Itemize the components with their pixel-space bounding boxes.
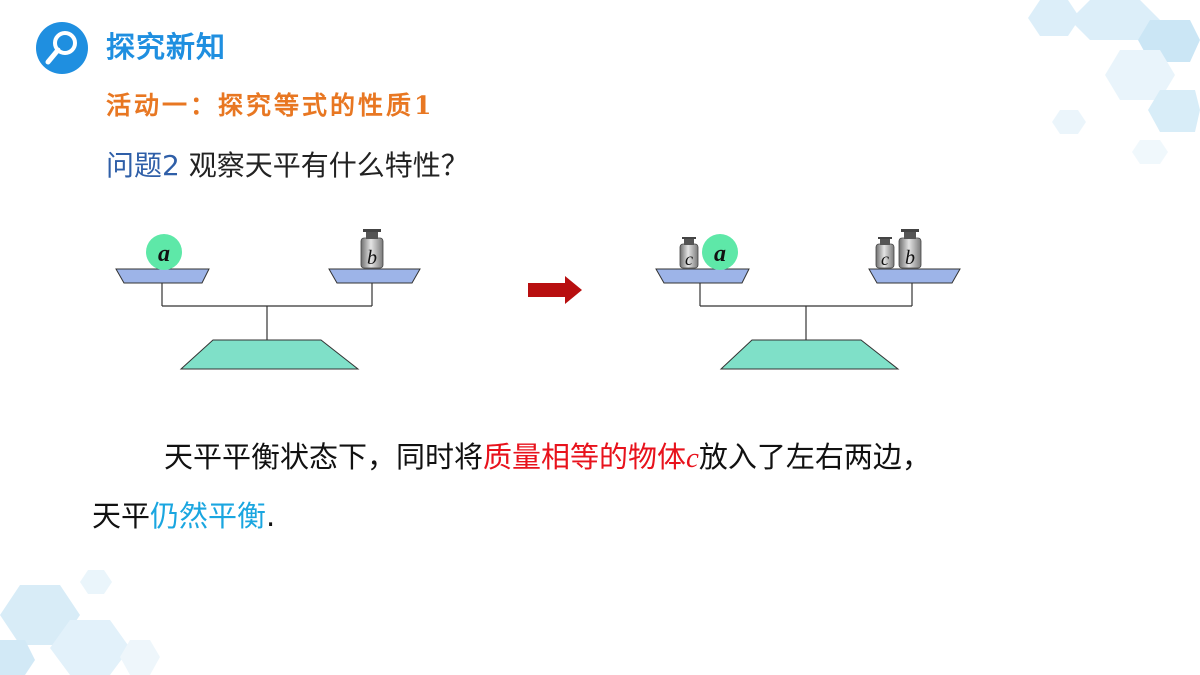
right-arrow-icon [528, 276, 582, 304]
weight-c-right [875, 237, 895, 269]
weight-b [360, 229, 384, 269]
balance-left-pan-left [115, 268, 210, 284]
para-text-2: 放入了左右两边， [698, 440, 931, 474]
para-text-1: 天平平衡状态下，同时将 [164, 440, 484, 474]
balance-left: a b [115, 229, 421, 370]
weight-b-label: b [367, 247, 377, 269]
weight-c-right-label: c [881, 249, 889, 269]
balance-left-pan-right [328, 268, 421, 284]
ball-a-label: a [158, 241, 170, 267]
balance-right: c a c b [655, 229, 961, 370]
magnifier-icon [36, 22, 88, 74]
para-var-c: c [686, 442, 699, 474]
activity-title: 活动一：探究等式的性质1 [106, 91, 435, 120]
balance-right-pan-right [868, 268, 961, 284]
question-label: 问题2 [106, 149, 180, 182]
question-text: 观察天平有什么特性？ [188, 149, 469, 182]
balance-right-pan-left [655, 268, 750, 284]
ball-a-right-label: a [714, 241, 726, 267]
para-period: . [266, 499, 276, 533]
para-highlight-equal-mass: 质量相等的物体 [483, 440, 687, 474]
weight-b-right-label: b [905, 247, 915, 269]
explanation-paragraph: 天平平衡状态下，同时将质量相等的物体c放入了左右两边， 天平仍然平衡. [92, 428, 1132, 545]
weight-c-left [679, 237, 699, 269]
weight-b-right [898, 229, 922, 269]
question-line: 问题2 观察天平有什么特性？ [106, 144, 469, 184]
ball-a [146, 234, 182, 270]
ball-a-right [702, 234, 738, 270]
para-highlight-still-balanced: 仍然平衡 [150, 499, 267, 533]
section-title: 探究新知 [106, 30, 227, 64]
balance-left-base [179, 339, 360, 370]
para-text-3: 天平 [92, 499, 151, 533]
weight-c-left-label: c [685, 249, 693, 269]
balance-right-base [719, 339, 900, 370]
